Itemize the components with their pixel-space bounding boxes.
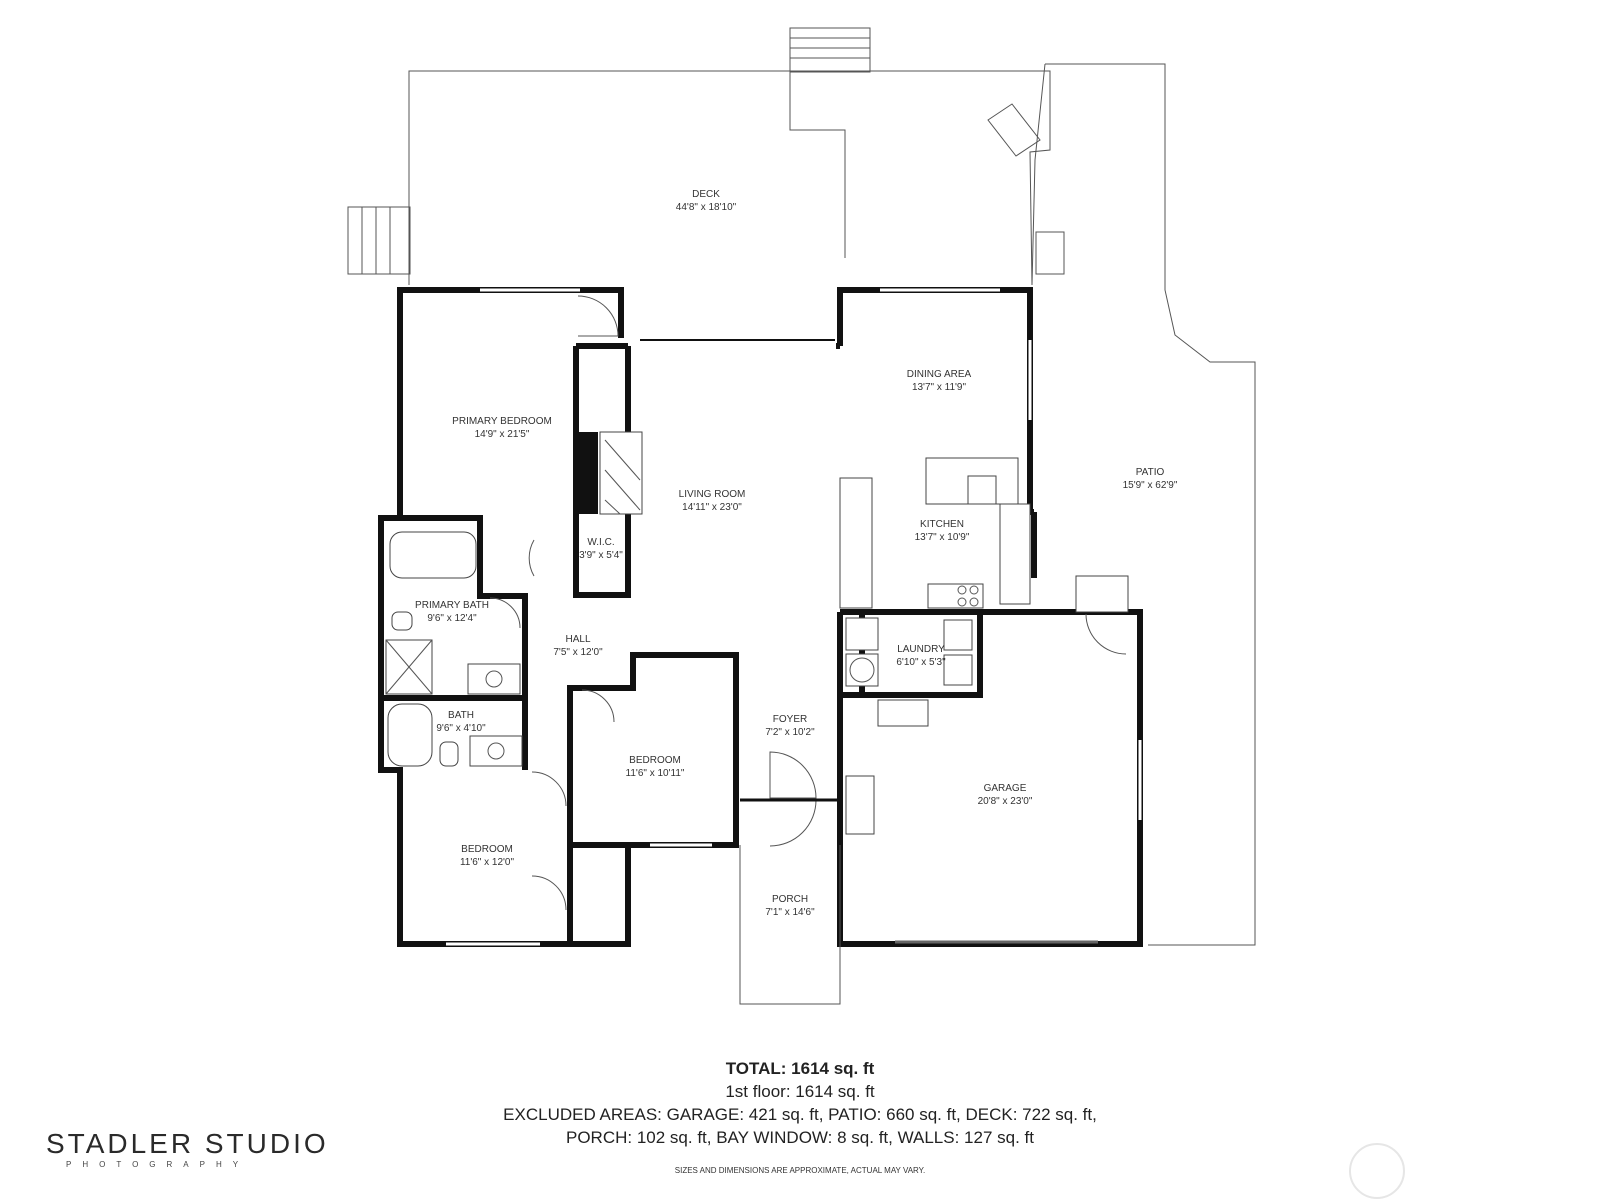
deck-stairs [347, 27, 1065, 275]
room-dims: 11'6" x 12'0" [460, 857, 515, 868]
room-name: BEDROOM [461, 844, 513, 855]
room-name: PRIMARY BATH [415, 600, 489, 611]
room-name: PATIO [1136, 467, 1165, 478]
room-dims: 3'9" x 5'4" [579, 550, 623, 561]
bath-fixtures [385, 531, 523, 767]
room-dims: 15'9" x 62'9" [1123, 480, 1178, 491]
room-dims: 7'5" x 12'0" [553, 647, 603, 658]
floor-area: 1st floor: 1614 sq. ft [725, 1082, 875, 1101]
room-dims: 14'11" x 23'0" [682, 502, 742, 513]
room-name: PORCH [772, 894, 808, 905]
exterior-walls [378, 287, 1143, 947]
disclaimer: SIZES AND DIMENSIONS ARE APPROXIMATE, AC… [674, 1166, 926, 1175]
patio-outline [1045, 63, 1256, 946]
room-dims: 44'8" x 18'10" [676, 202, 737, 213]
laundry-appliances [845, 617, 973, 727]
area-totals: TOTAL: 1614 sq. ft 1st floor: 1614 sq. f… [0, 1058, 1600, 1149]
room-dims: 13'7" x 11'9" [912, 382, 967, 393]
room-name: BATH [448, 710, 474, 721]
room-name: DINING AREA [907, 369, 972, 380]
room-dims: 14'9" x 21'5" [475, 429, 530, 440]
room-dims: 13'7" x 10'9" [915, 532, 970, 543]
room-name: LIVING ROOM [679, 489, 746, 500]
windows [446, 288, 1142, 946]
deck-outline [408, 70, 846, 285]
brand-name: STADLER STUDIO [46, 1128, 329, 1159]
room-name: LAUNDRY [897, 644, 945, 655]
room-name: PRIMARY BEDROOM [452, 416, 552, 427]
door-swings [489, 295, 1127, 911]
excluded-areas-line-1: EXCLUDED AREAS: GARAGE: 421 sq. ft, PATI… [503, 1105, 1097, 1124]
floor-plan: DECK 44'8" x 18'10" PRIMARY BEDROOM 14'9… [347, 27, 1256, 1005]
watermark-seal [1349, 1143, 1405, 1199]
kitchen-counters [839, 457, 1031, 609]
room-dims: 11'6" x 10'11" [626, 768, 685, 779]
fireplace [576, 431, 643, 515]
brand-sub: PHOTOGRAPHY [66, 1160, 250, 1169]
room-dims: 7'1" x 14'6" [765, 907, 815, 918]
room-dims: 9'6" x 12'4" [427, 613, 477, 624]
garage-details [845, 575, 1129, 944]
room-name: KITCHEN [920, 519, 964, 530]
brand-logo: STADLER STUDIO PHOTOGRAPHY [46, 1128, 329, 1169]
room-name: FOYER [773, 714, 807, 725]
room-name: BEDROOM [629, 755, 681, 766]
room-dims: 20'8" x 23'0" [978, 796, 1033, 807]
deck-outline-right [790, 70, 1051, 286]
room-name: W.I.C. [587, 537, 614, 548]
room-dims: 9'6" x 4'10" [436, 723, 486, 734]
room-dims: 7'2" x 10'2" [765, 727, 815, 738]
porch [739, 751, 841, 1005]
room-labels: DECK 44'8" x 18'10" PRIMARY BEDROOM 14'9… [415, 189, 1178, 918]
room-name: HALL [565, 634, 590, 645]
total-area: TOTAL: 1614 sq. ft [725, 1059, 875, 1078]
room-name: GARAGE [984, 783, 1027, 794]
room-dims: 6'10" x 5'3" [896, 657, 946, 668]
room-name: DECK [692, 189, 720, 200]
excluded-areas-line-2: PORCH: 102 sq. ft, BAY WINDOW: 8 sq. ft,… [566, 1128, 1034, 1147]
